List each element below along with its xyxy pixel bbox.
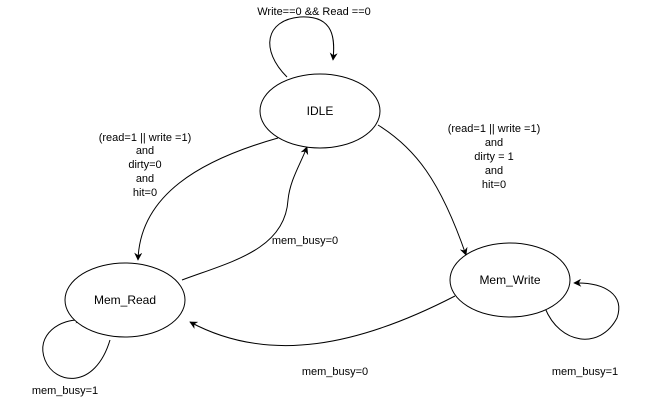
state-idle-label: IDLE <box>307 104 334 118</box>
label-read-self: mem_busy=1 <box>32 385 98 397</box>
state-mem-write-label: Mem_Write <box>479 273 540 287</box>
state-idle: IDLE <box>259 73 381 149</box>
label-idle-self: Write==0 && Read ==0 <box>257 6 371 18</box>
label-idle-to-read: (read=1 || write =1) and dirty=0 and hit… <box>99 132 192 199</box>
label-idle-to-write: (read=1 || write =1) and dirty = 1 and h… <box>448 123 541 191</box>
edge-idle-to-mem-write <box>377 124 468 256</box>
label-idle-to-read-line: dirty=0 <box>128 159 161 171</box>
state-mem-read: Mem_Read <box>64 262 186 338</box>
label-idle-to-read-line: and <box>136 173 154 185</box>
label-idle-to-write-line: dirty = 1 <box>474 151 513 163</box>
edge-idle-self-loop <box>269 16 338 78</box>
edge-idle-to-mem-read <box>134 137 279 261</box>
edge-mem-write-to-mem-read <box>189 295 456 347</box>
state-mem-write: Mem_Write <box>449 242 571 318</box>
label-idle-to-write-line: and <box>485 165 503 177</box>
label-idle-to-write-line: and <box>485 137 503 149</box>
label-idle-to-write-line: (read=1 || write =1) <box>448 123 541 135</box>
label-idle-to-read-line: and <box>136 145 154 157</box>
label-idle-to-read-line: (read=1 || write =1) <box>99 132 192 144</box>
label-write-self: mem_busy=1 <box>552 366 618 378</box>
label-write-to-read: mem_busy=0 <box>302 366 368 378</box>
state-mem-read-label: Mem_Read <box>94 293 156 307</box>
edge-mem-read-self-loop <box>42 315 111 379</box>
edge-mem-write-self-loop <box>544 278 620 340</box>
edge-mem-read-to-idle <box>181 146 309 281</box>
label-read-to-idle: mem_busy=0 <box>272 235 338 247</box>
label-idle-to-read-line: hit=0 <box>133 187 157 199</box>
label-idle-to-write-line: hit=0 <box>482 179 506 191</box>
